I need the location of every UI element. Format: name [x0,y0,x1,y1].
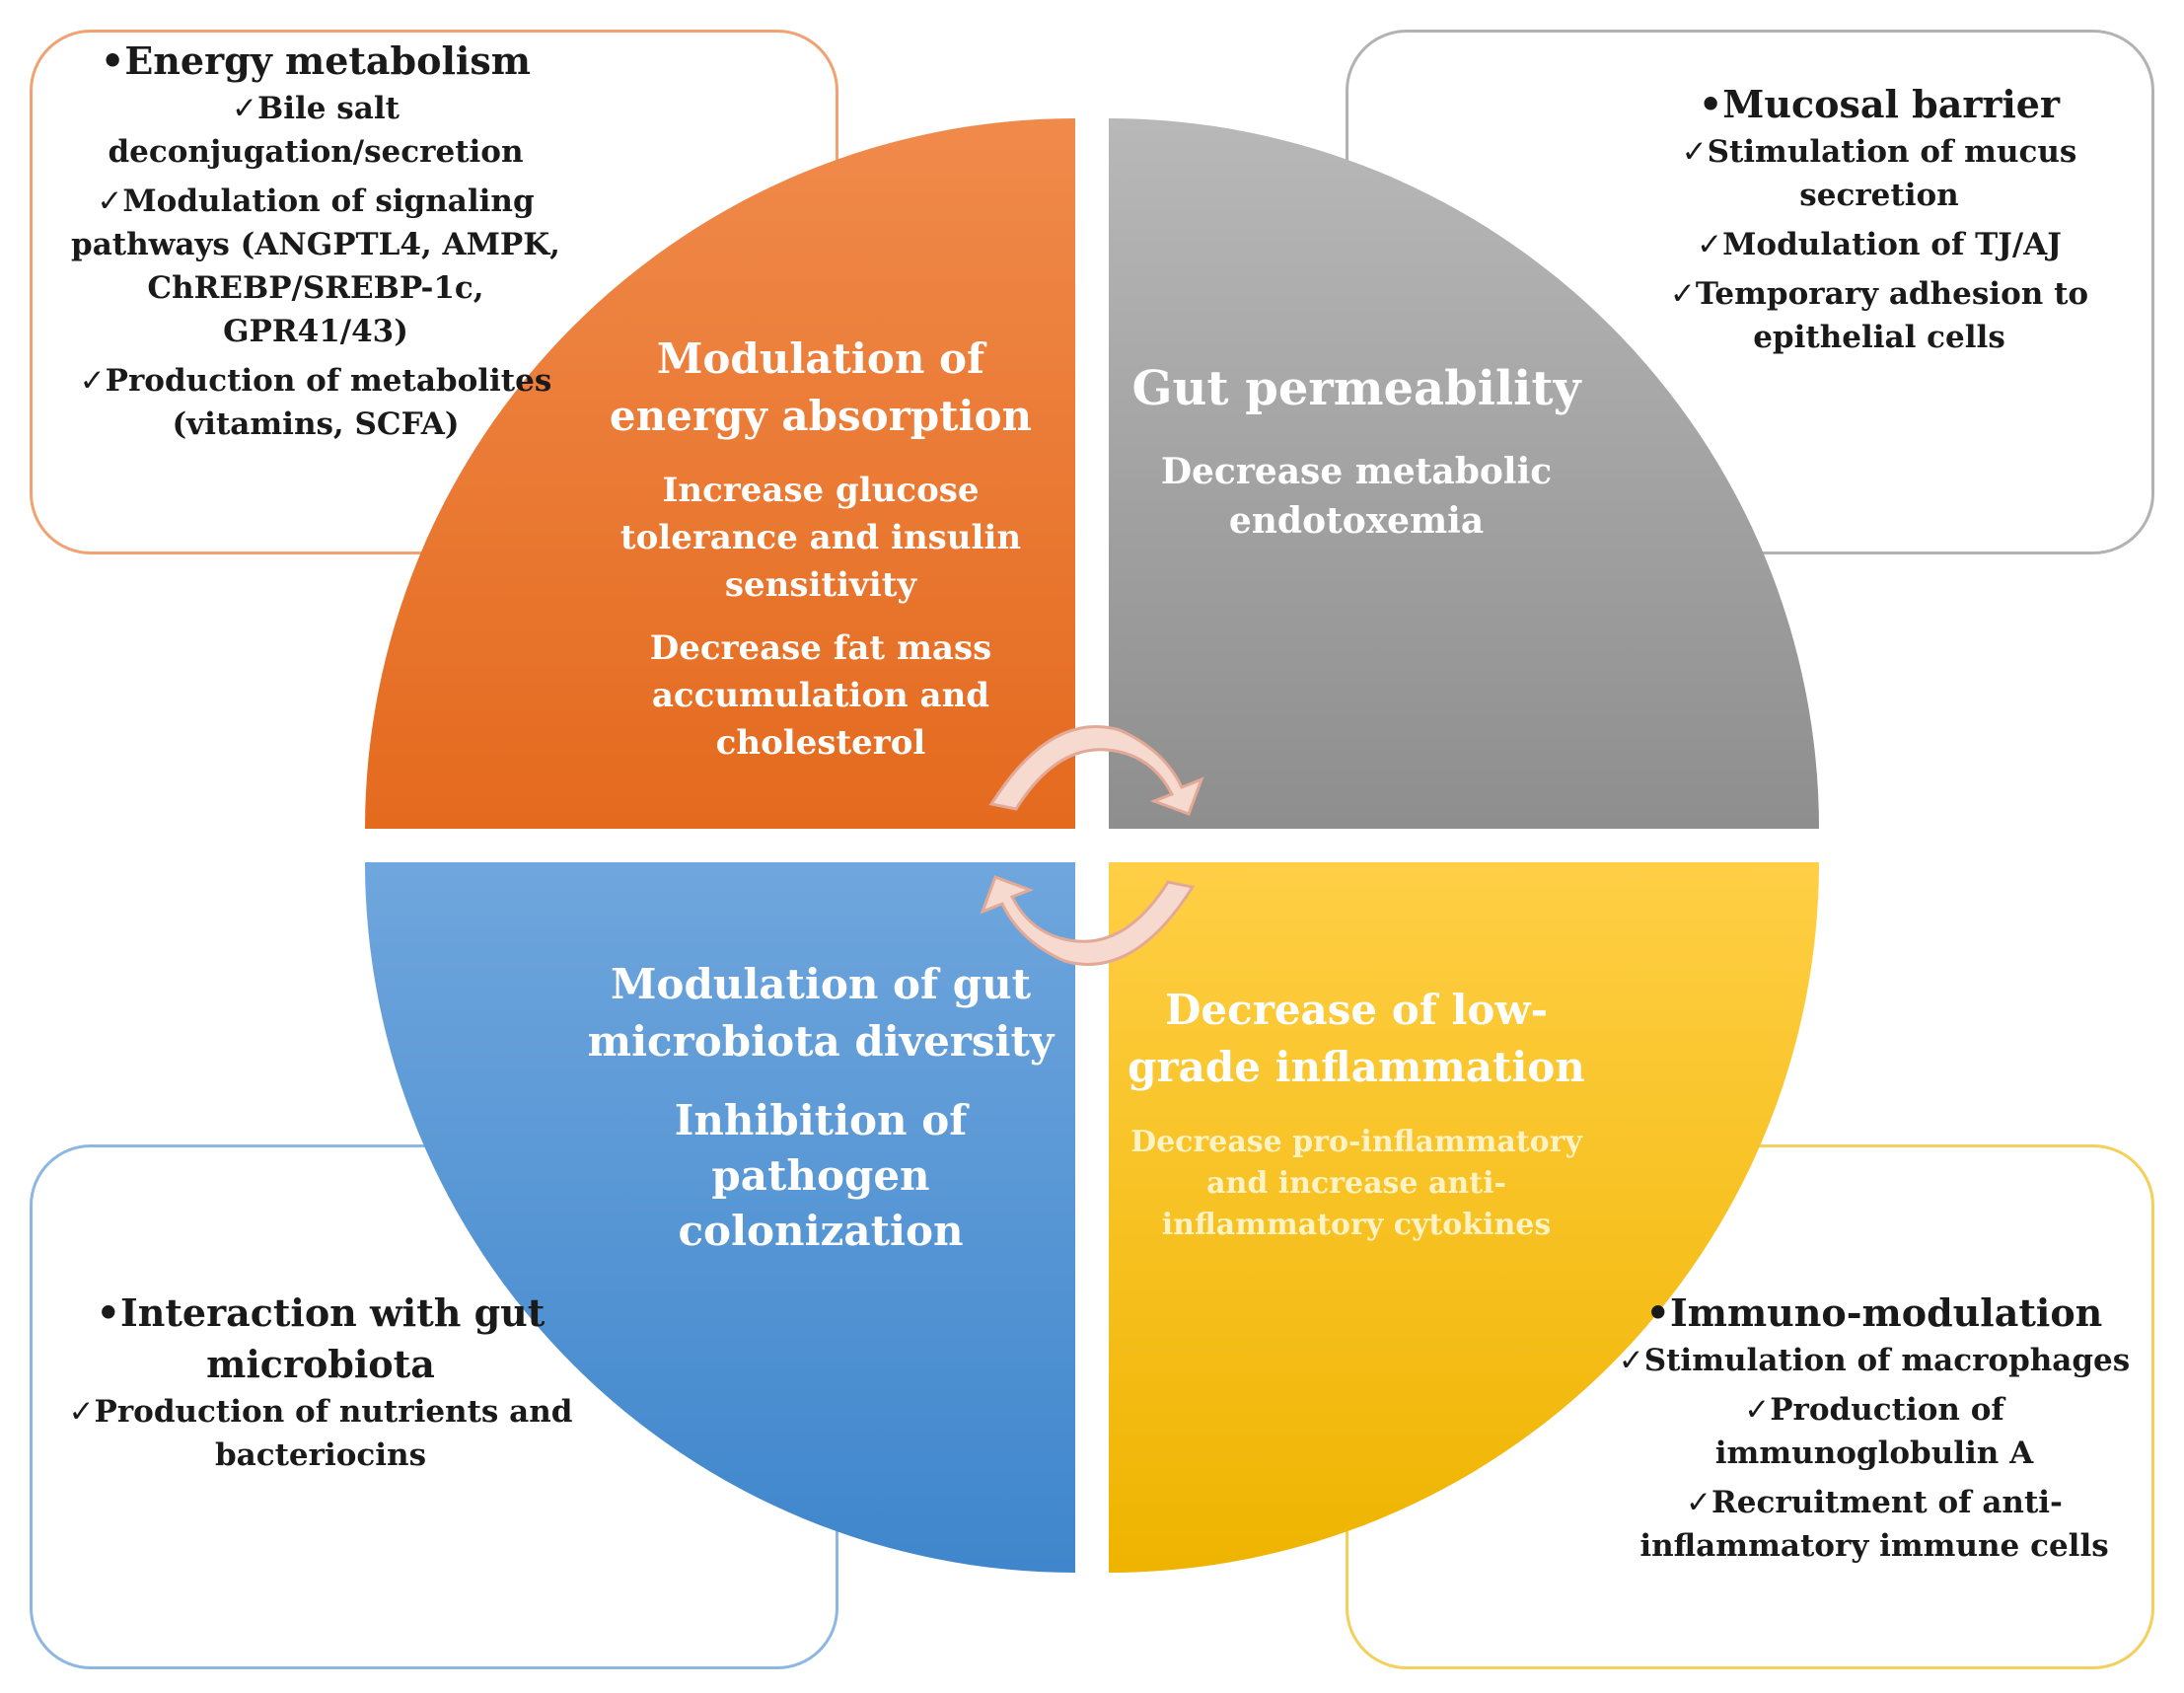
quadrant-microbiota-diversity [365,862,1075,1573]
immuno-item: ✓Recruitment of anti-inflammatory immune… [1618,1481,2131,1568]
mucosal-item: ✓Modulation of TJ/AJ [1628,223,2131,266]
energy-item: ✓Production of metabolites (vitamins, SC… [69,359,562,446]
energy-absorption-text: sensitivity [725,565,918,605]
pathogen-colonization-text: Inhibition of [675,1096,971,1144]
item-text: Production of nutrients and bacteriocins [94,1394,573,1473]
microbiota-diversity-title: Modulation of gut [611,960,1032,1008]
energy-absorption-text: cholesterol [716,723,926,763]
item-text: Stimulation of mucus secretion [1707,134,2077,213]
item-text: Modulation of TJ/AJ [1722,227,2062,262]
energy-item: ✓Modulation of signaling pathways (ANGPT… [69,180,562,353]
item-text: Stimulation of macrophages [1643,1343,2131,1378]
check-icon: ✓ [68,1394,95,1430]
gut-permeability-text: Decrease metabolic [1161,451,1552,492]
quadrant-energy-absorption [365,118,1075,829]
low-grade-inflammation-text: Decrease pro-inflammatory [1130,1125,1583,1159]
energy-absorption-text: tolerance and insulin [620,518,1021,557]
immuno-item: ✓Stimulation of macrophages [1618,1339,2131,1382]
check-icon: ✓ [1686,1485,1712,1520]
pathogen-colonization-text: pathogen [711,1151,929,1200]
item-text: Recruitment of anti-inflammatory immune … [1639,1485,2109,1564]
check-icon: ✓ [1744,1392,1771,1428]
bullet-icon: • [1645,1291,1670,1335]
mucosal-item: ✓Stimulation of mucus secretion [1628,130,2131,217]
check-icon: ✓ [1669,276,1696,312]
energy-item: ✓Bile salt deconjugation/secretion [69,87,562,174]
quadrant-gut-permeability [1109,118,1819,829]
energy-metabolism-text: •Energy metabolism ✓Bile salt deconjugat… [69,36,562,452]
mucosal-barrier-text: •Mucosal barrier ✓Stimulation of mucus s… [1628,79,2131,365]
energy-metabolism-heading: •Energy metabolism [69,36,562,87]
heading-label: Interaction with gut microbiota [119,1290,546,1386]
item-text: Modulation of signaling pathways (ANGPTL… [71,184,560,349]
immuno-modulation-heading: •Immuno-modulation [1618,1288,2131,1339]
cycle-arrow-bottom-icon [980,875,1196,966]
check-icon: ✓ [1618,1343,1644,1378]
bullet-icon: • [1698,83,1723,126]
check-icon: ✓ [1697,227,1723,262]
low-grade-inflammation-text: inflammatory cytokines [1162,1208,1551,1242]
gut-permeability-text: endotoxemia [1229,500,1484,542]
heading-label: Mucosal barrier [1722,82,2061,126]
check-icon: ✓ [97,184,123,219]
bullet-icon: • [96,1291,120,1335]
immuno-item: ✓Production of immunoglobulin A [1618,1388,2131,1475]
heading-label: Energy metabolism [124,38,531,83]
check-icon: ✓ [79,363,106,399]
cycle-arrow-top-icon [988,725,1204,816]
item-text: Bile salt deconjugation/secretion [108,91,524,170]
check-icon: ✓ [1681,134,1708,170]
energy-absorption-text: Increase glucose [662,471,979,510]
microbiota-item: ✓Production of nutrients and bacteriocin… [44,1390,597,1477]
gut-microbiota-text: •Interaction with gut microbiota ✓Produc… [44,1288,597,1483]
immuno-modulation-text: •Immuno-modulation ✓Stimulation of macro… [1618,1288,2131,1574]
mucosal-item: ✓Temporary adhesion to epithelial cells [1628,272,2131,359]
energy-absorption-text: accumulation and [652,676,989,715]
pathogen-colonization-text: colonization [678,1207,963,1255]
low-grade-inflammation-title: Decrease of low- [1165,986,1548,1034]
energy-absorption-title: Modulation of [657,334,987,383]
item-text: Production of metabolites (vitamins, SCF… [105,363,552,442]
low-grade-inflammation-title: grade inflammation [1128,1043,1585,1091]
item-text: Temporary adhesion to epithelial cells [1695,276,2089,355]
bullet-icon: • [101,39,125,83]
energy-absorption-text: Decrease fat mass [650,628,992,668]
gut-permeability-title: Gut permeability [1132,361,1583,416]
check-icon: ✓ [232,91,258,126]
energy-absorption-title: energy absorption [610,392,1032,440]
quadrant-low-grade-inflammation [1109,862,1819,1573]
item-text: Production of immunoglobulin A [1714,1392,2034,1471]
heading-label: Immuno-modulation [1669,1290,2103,1335]
mucosal-barrier-heading: •Mucosal barrier [1628,79,2131,130]
gut-microbiota-heading: •Interaction with gut microbiota [44,1288,597,1390]
microbiota-diversity-title: microbiota diversity [588,1017,1056,1066]
low-grade-inflammation-text: and increase anti- [1206,1166,1506,1201]
